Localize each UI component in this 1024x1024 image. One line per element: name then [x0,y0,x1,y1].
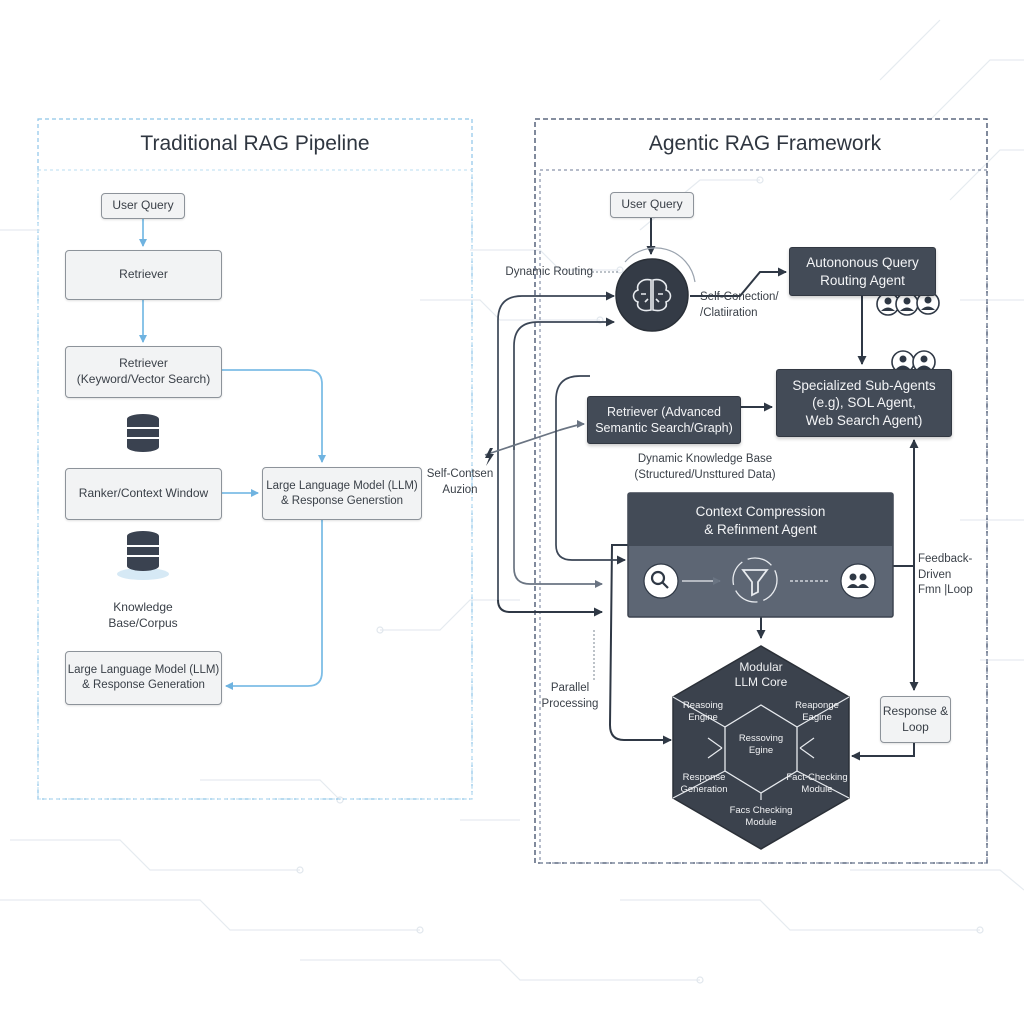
compression-agent-header [628,493,893,546]
users-icon [847,573,869,588]
trad-retriever-search-box[interactable]: Retriever (Keyword/Vector Search) [65,346,222,398]
traditional-connectors [139,219,326,690]
feedback-loop-label: Feedback-Driven Fmn |Loop [918,553,973,597]
trad-llm-middle-box[interactable]: Large Language Model (LLM) & Response Ge… [262,467,422,520]
hex-fact-checking-right-label: Fact-Checking Module [786,772,848,795]
search-icon-bg [643,563,679,599]
users-icon-bg [840,563,876,599]
hex-modular-core-label: Modular LLM Core [734,660,788,689]
agentic-user-query-box[interactable]: User Query [610,192,694,218]
agentic-inner-border [539,169,988,864]
hex-response-generation-label: Response Generation [680,772,728,795]
brain-icon [632,278,672,312]
trad-user-query-box[interactable]: User Query [101,193,185,219]
hex-fact-checking-bottom-label: Facs Checking Module [729,805,793,828]
compression-agent-title: Context Compression & Refinment Agent [695,504,826,537]
search-icon [650,570,669,589]
funnel-icon [732,557,778,603]
hex-response-right-label: Reaponge Eagine [795,700,839,723]
trad-llm-bottom-box[interactable]: Large Language Model (LLM) & Response Ge… [65,651,222,705]
routing-brain-node[interactable] [615,258,689,332]
response-loop-box[interactable]: Response & Loop [880,696,951,743]
self-contsen-label: Self-Contsen Auzion [426,468,494,496]
dynamic-routing-label: Dynamic Routing [505,266,593,278]
agentic-title: Agentic RAG Framework [648,132,882,155]
database-icon [117,531,169,580]
background-traces [0,19,1024,981]
self-correction-label: Self-Conection/ /Clatiiration [700,291,779,319]
agentic-connectors [497,218,919,761]
sub-agents-box[interactable]: Specialized Sub-Agents (e.g), SOL Agent,… [776,369,952,437]
database-icon [127,414,159,452]
dynamic-kb-label: Dynamic Knowledge Base (Structured/Unstt… [634,453,776,481]
parallel-processing-label: Parallel Processing [541,682,599,710]
retriever-advanced-box[interactable]: Retriever (Advanced Semantic Search/Grap… [587,396,741,444]
routing-circle-ring [624,247,696,283]
agentic-side-connectors [484,291,626,600]
traditional-title: Traditional RAG Pipeline [140,132,370,155]
lightning-icon [485,448,494,466]
hex-center-label: Ressoving Egine [738,733,784,756]
background-nodes [296,176,984,984]
trad-knowledge-base-label: Knowledge Base/Corpus [108,600,178,631]
hexagon-dividers [672,696,850,800]
trad-retriever-box[interactable]: Retriever [65,250,222,300]
routing-agent-box[interactable]: Autononous Query Routing Agent [789,247,936,296]
hex-reasoning-left-label: Reasoing Engine [682,700,724,723]
traditional-inner-border [37,169,473,800]
users-icon [876,291,940,316]
trad-ranker-box[interactable]: Ranker/Context Window [65,468,222,520]
